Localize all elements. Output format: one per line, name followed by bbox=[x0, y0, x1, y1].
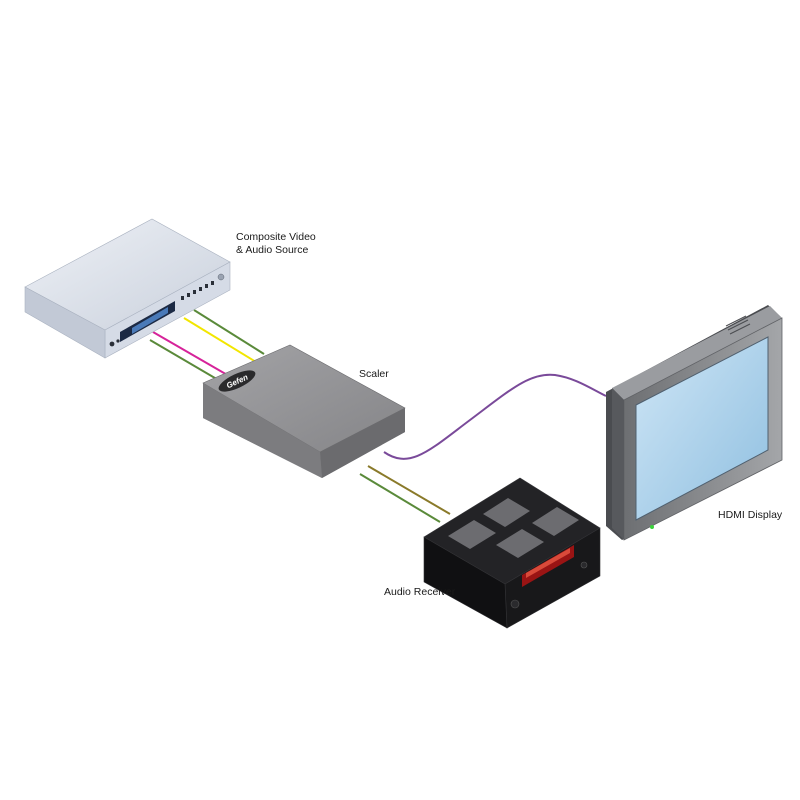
scaler-label: Scaler bbox=[359, 368, 389, 380]
source-label: Composite Video & Audio Source bbox=[236, 231, 316, 257]
hdmi-cable bbox=[383, 373, 607, 460]
source-label-line2: & Audio Source bbox=[236, 244, 309, 256]
cable-audio-out-green bbox=[359, 473, 441, 523]
cable-audio-out-olive bbox=[367, 465, 451, 515]
cable-video-yellow bbox=[183, 317, 257, 363]
source-label-line1: Composite Video bbox=[236, 231, 316, 243]
cable-audio-magenta bbox=[152, 331, 237, 381]
audio-receiver-label: Audio Receiver bbox=[384, 586, 456, 598]
cable-audio-green-2 bbox=[193, 309, 265, 355]
scaler-device: Gefen bbox=[202, 344, 406, 478]
display-screen bbox=[635, 336, 769, 521]
audio-receiver-device bbox=[423, 477, 601, 629]
hdmi-display-label: HDMI Display bbox=[718, 509, 783, 521]
audio-out-cables bbox=[359, 465, 451, 523]
gefen-logo bbox=[218, 370, 256, 392]
hdmi-display-device bbox=[606, 305, 783, 541]
composite-video-audio-source-device bbox=[24, 218, 231, 359]
